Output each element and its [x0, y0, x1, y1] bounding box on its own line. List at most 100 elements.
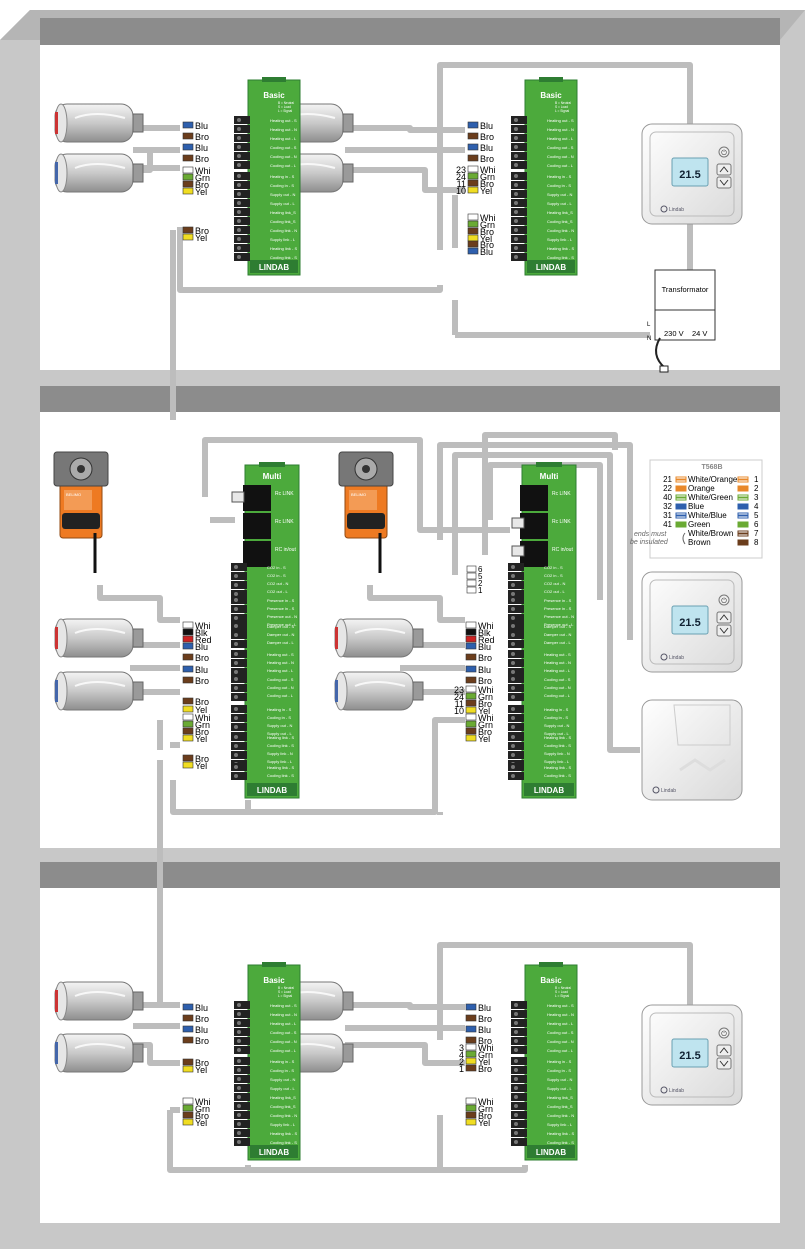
screw-terminal[interactable]	[508, 693, 524, 701]
screw-terminal[interactable]	[511, 125, 527, 133]
screw-terminal[interactable]	[508, 563, 524, 571]
screw-terminal[interactable]	[231, 596, 247, 604]
screw-terminal[interactable]	[508, 572, 524, 580]
screw-terminal[interactable]	[234, 116, 250, 124]
screw-terminal[interactable]	[508, 605, 524, 613]
screw-terminal[interactable]	[511, 1010, 527, 1018]
screw-terminal[interactable]	[234, 1010, 250, 1018]
screw-terminal[interactable]	[231, 684, 247, 692]
screw-terminal[interactable]	[511, 1075, 527, 1083]
screw-terminal[interactable]	[508, 614, 524, 622]
screw-terminal[interactable]	[508, 622, 524, 630]
screw-terminal[interactable]	[511, 1037, 527, 1045]
screw-terminal[interactable]	[234, 1120, 250, 1128]
screw-terminal[interactable]	[508, 590, 524, 598]
screw-terminal[interactable]	[508, 723, 524, 731]
room-thermostat[interactable]: 21.5⏻Lindab	[641, 1004, 743, 1106]
up-button[interactable]	[716, 1044, 732, 1057]
screw-terminal[interactable]	[234, 217, 250, 225]
screw-terminal[interactable]	[234, 190, 250, 198]
screw-terminal[interactable]	[511, 1066, 527, 1074]
screw-terminal[interactable]	[231, 572, 247, 580]
screw-terminal[interactable]	[234, 1019, 250, 1027]
screw-terminal[interactable]	[231, 668, 247, 676]
screw-terminal[interactable]	[231, 751, 247, 759]
screw-terminal[interactable]	[234, 1129, 250, 1137]
screw-terminal[interactable]	[234, 172, 250, 180]
screw-terminal[interactable]	[234, 1075, 250, 1083]
up-button[interactable]	[716, 163, 732, 176]
screw-terminal[interactable]	[511, 1001, 527, 1009]
screw-terminal[interactable]	[511, 1138, 527, 1146]
screw-terminal[interactable]	[511, 1057, 527, 1065]
screw-terminal[interactable]	[511, 1120, 527, 1128]
screw-terminal[interactable]	[231, 605, 247, 613]
screw-terminal[interactable]	[508, 742, 524, 750]
screw-terminal[interactable]	[508, 751, 524, 759]
screw-terminal[interactable]	[511, 217, 527, 225]
screw-terminal[interactable]	[508, 650, 524, 658]
screw-terminal[interactable]	[231, 622, 247, 630]
screw-terminal[interactable]	[231, 763, 247, 771]
screw-terminal[interactable]	[511, 143, 527, 151]
screw-terminal[interactable]	[508, 668, 524, 676]
screw-terminal[interactable]	[511, 208, 527, 216]
screw-terminal[interactable]	[234, 1102, 250, 1110]
screw-terminal[interactable]	[508, 705, 524, 713]
screw-terminal[interactable]	[511, 1019, 527, 1027]
screw-terminal[interactable]	[508, 581, 524, 589]
screw-terminal[interactable]	[234, 1066, 250, 1074]
rj45-port[interactable]	[520, 513, 548, 539]
screw-terminal[interactable]	[234, 1046, 250, 1054]
screw-terminal[interactable]	[511, 116, 527, 124]
screw-terminal[interactable]	[508, 772, 524, 780]
screw-terminal[interactable]	[508, 714, 524, 722]
screw-terminal[interactable]	[508, 684, 524, 692]
screw-terminal[interactable]	[511, 134, 527, 142]
screw-terminal[interactable]	[234, 1138, 250, 1146]
screw-terminal[interactable]	[508, 733, 524, 741]
screw-terminal[interactable]	[234, 152, 250, 160]
screw-terminal[interactable]	[511, 253, 527, 261]
screw-terminal[interactable]	[511, 1093, 527, 1101]
screw-terminal[interactable]	[511, 190, 527, 198]
up-button[interactable]	[716, 611, 732, 624]
screw-terminal[interactable]	[234, 208, 250, 216]
rj45-port[interactable]	[520, 541, 548, 567]
screw-terminal[interactable]	[511, 235, 527, 243]
room-thermostat[interactable]: 21.5⏻Lindab	[641, 123, 743, 225]
screw-terminal[interactable]	[231, 723, 247, 731]
screw-terminal[interactable]	[508, 763, 524, 771]
rj45-port[interactable]	[243, 541, 271, 567]
power-button[interactable]	[718, 594, 730, 606]
screw-terminal[interactable]	[234, 226, 250, 234]
screw-terminal[interactable]	[511, 161, 527, 169]
rj45-port[interactable]	[243, 485, 271, 511]
screw-terminal[interactable]	[231, 659, 247, 667]
screw-terminal[interactable]	[511, 244, 527, 252]
screw-terminal[interactable]	[511, 152, 527, 160]
screw-terminal[interactable]	[511, 172, 527, 180]
screw-terminal[interactable]	[511, 1028, 527, 1036]
screw-terminal[interactable]	[234, 134, 250, 142]
screw-terminal[interactable]	[511, 181, 527, 189]
screw-terminal[interactable]	[508, 659, 524, 667]
screw-terminal[interactable]	[234, 1001, 250, 1009]
screw-terminal[interactable]	[511, 1084, 527, 1092]
screw-terminal[interactable]	[234, 143, 250, 151]
screw-terminal[interactable]	[234, 253, 250, 261]
screw-terminal[interactable]	[234, 244, 250, 252]
screw-terminal[interactable]	[511, 1111, 527, 1119]
screw-terminal[interactable]	[231, 631, 247, 639]
screw-terminal[interactable]	[511, 1129, 527, 1137]
screw-terminal[interactable]	[508, 675, 524, 683]
screw-terminal[interactable]	[234, 181, 250, 189]
screw-terminal[interactable]	[231, 581, 247, 589]
screw-terminal[interactable]	[231, 693, 247, 701]
screw-terminal[interactable]	[231, 590, 247, 598]
screw-terminal[interactable]	[511, 226, 527, 234]
screw-terminal[interactable]	[231, 733, 247, 741]
rj45-port[interactable]	[243, 513, 271, 539]
power-button[interactable]	[718, 146, 730, 158]
screw-terminal[interactable]	[511, 1102, 527, 1110]
